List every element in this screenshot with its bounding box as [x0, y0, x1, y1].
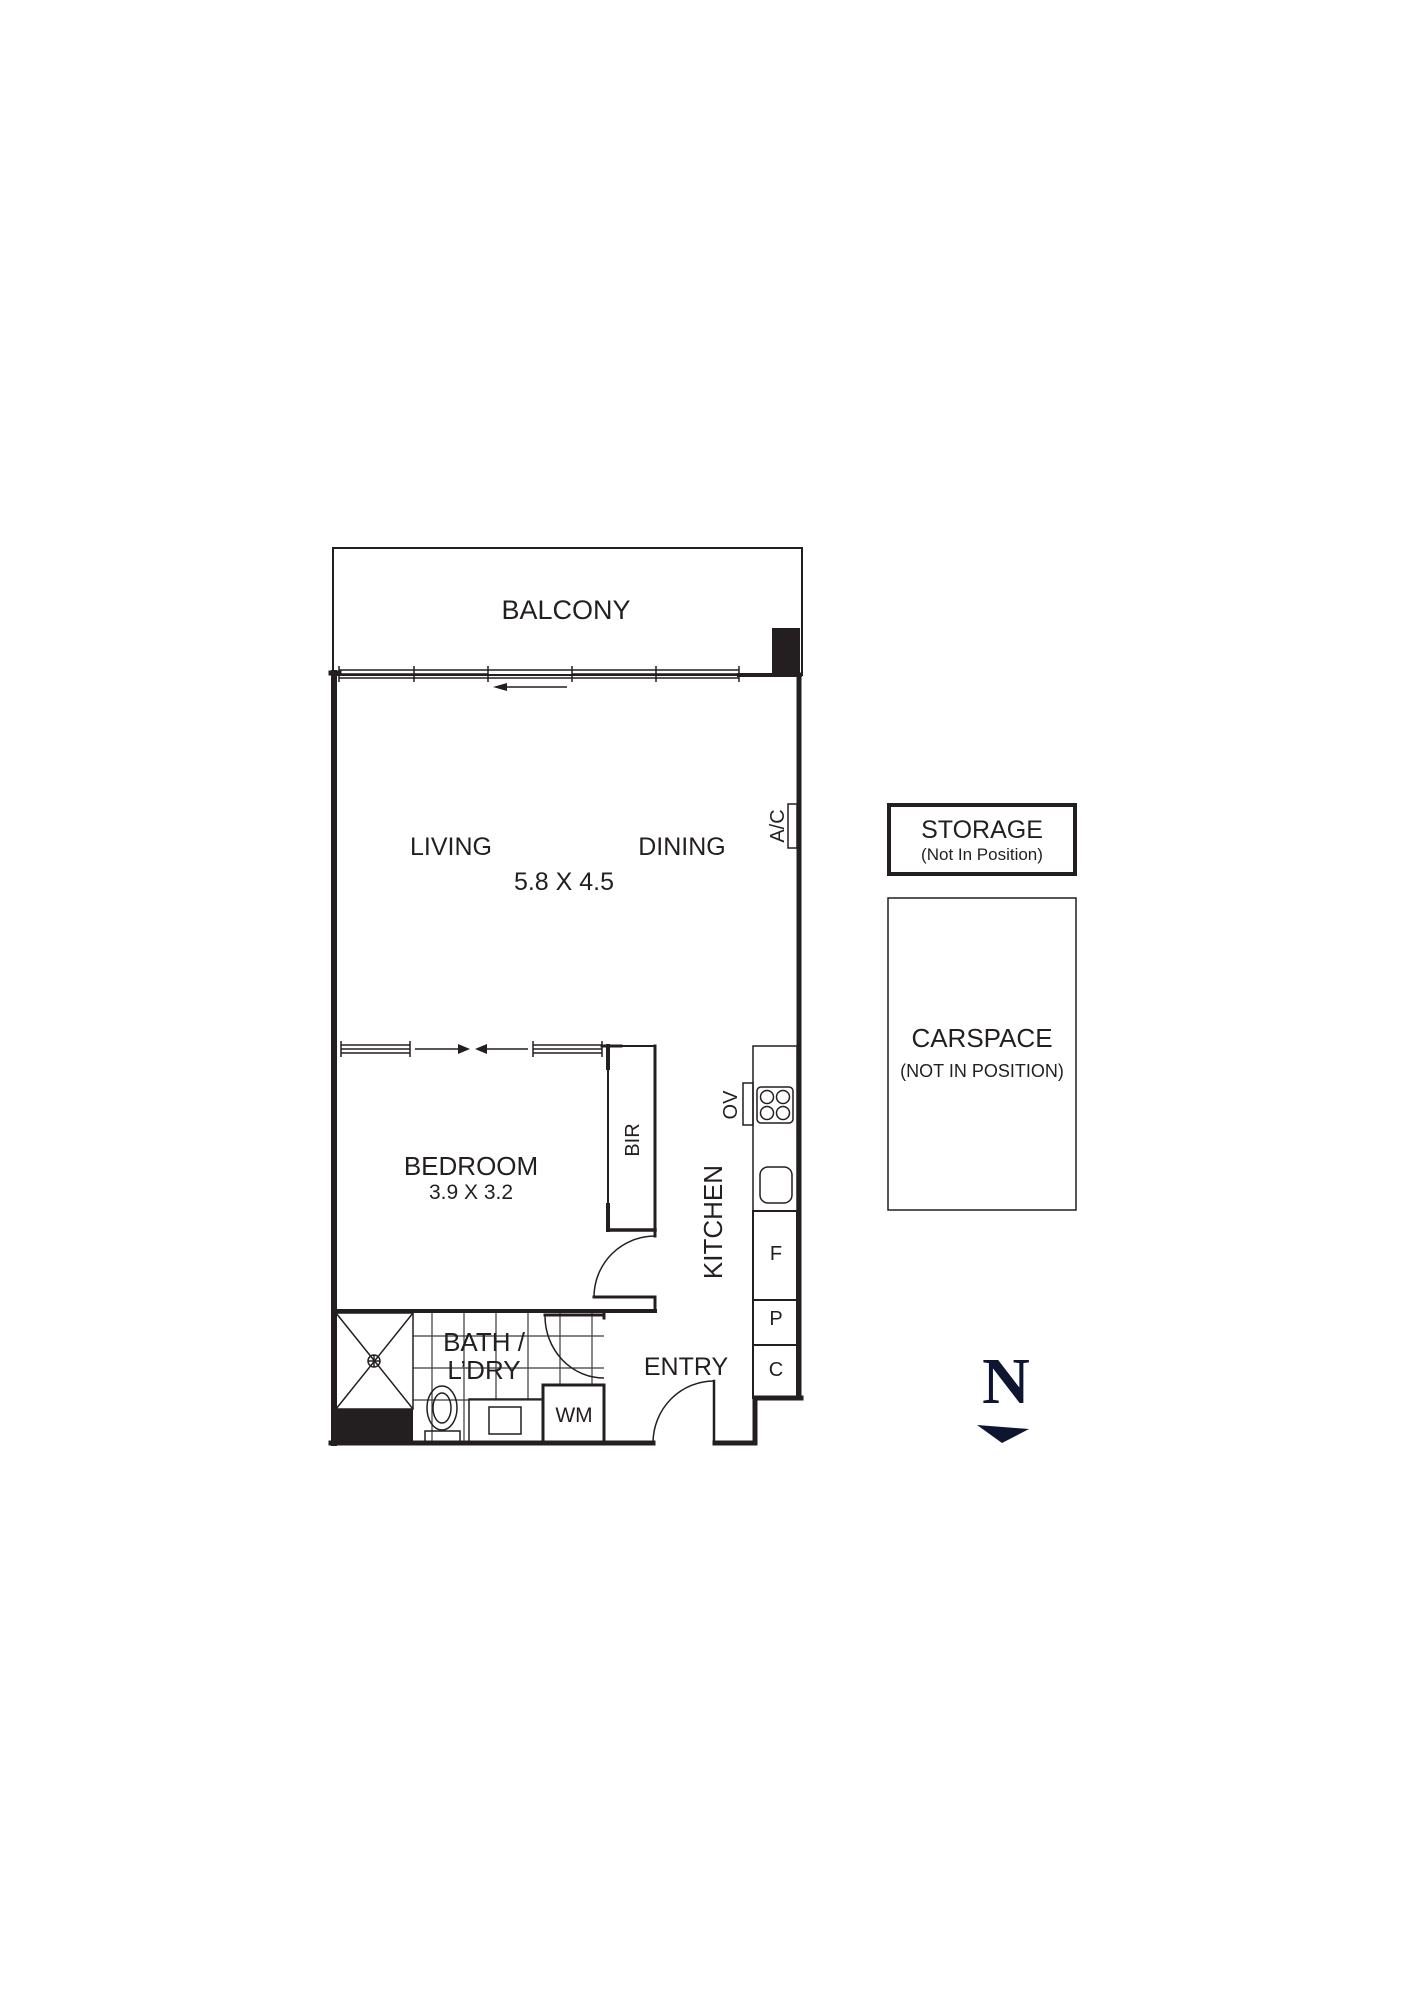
pantry-label: P: [769, 1308, 782, 1330]
door-swing-icon: [544, 1315, 605, 1379]
north-compass: N: [977, 1345, 1030, 1443]
balcony-column: [772, 628, 800, 675]
slide-direction-arrow-icon: [493, 683, 567, 691]
bedroom-sliding-door: [340, 1041, 623, 1057]
storage-annotation: STORAGE (Not In Position): [887, 803, 1077, 876]
balcony: BALCONY: [332, 547, 803, 676]
air-conditioner: A/C: [767, 803, 798, 849]
oven: OV: [720, 1082, 754, 1126]
storage-note: (Not In Position): [921, 845, 1043, 864]
vanity-basin-icon: [468, 1398, 544, 1444]
north-arrow-icon: [977, 1425, 1029, 1443]
kitchen-label: KITCHEN: [698, 1165, 728, 1279]
bir-label: BIR: [622, 1123, 644, 1156]
carspace-annotation: CARSPACE (NOT IN POSITION): [887, 897, 1077, 1211]
ac-unit-icon: [787, 803, 798, 849]
ac-label: A/C: [767, 809, 789, 842]
kitchen: OV F P C KITCHEN: [698, 1045, 798, 1399]
oven-icon: [742, 1082, 754, 1126]
living-label: LIVING: [410, 833, 492, 861]
door-swing-icon: [593, 1235, 656, 1298]
bath-label-line1: BATH /: [443, 1327, 526, 1357]
entry-door: [652, 1379, 716, 1445]
built-in-robe: BIR: [606, 1044, 657, 1238]
bath-label-line2: L’DRY: [447, 1355, 520, 1385]
carspace-title: CARSPACE: [911, 1023, 1052, 1053]
cooktop-icon: [756, 1086, 794, 1124]
bath-door: [543, 1309, 606, 1379]
kitchen-sink-icon: [759, 1166, 793, 1204]
bath-laundry: WM BATH / L’DRY: [335, 1309, 606, 1445]
bedroom: BEDROOM 3.9 X 3.2 BIR: [334, 1044, 657, 1313]
fridge-label: F: [770, 1243, 782, 1265]
balcony-label: BALCONY: [501, 595, 630, 625]
slide-left-arrow-icon: [475, 1044, 528, 1054]
slide-right-arrow-icon: [415, 1044, 470, 1054]
storage-title: STORAGE: [921, 816, 1043, 844]
wm-label: WM: [555, 1404, 592, 1427]
bedroom-dimensions: 3.9 X 3.2: [429, 1181, 513, 1204]
bedroom-label: BEDROOM: [404, 1151, 538, 1181]
fridge-space: F: [752, 1210, 798, 1301]
bedroom-door: [592, 1235, 657, 1312]
toilet-icon: [424, 1385, 461, 1443]
north-label: N: [982, 1345, 1030, 1418]
pantry: P: [752, 1299, 798, 1346]
shower-hob: [336, 1409, 413, 1443]
entry: ENTRY: [644, 1353, 729, 1445]
washing-machine: WM: [541, 1383, 606, 1445]
door-swing-icon: [652, 1380, 715, 1444]
oven-label: OV: [720, 1090, 742, 1120]
cupboard: C: [752, 1344, 798, 1399]
balcony-outline: [332, 547, 803, 676]
living-dining-dimensions: 5.8 X 4.5: [514, 868, 614, 896]
living-dining-room: LIVING DINING 5.8 X 4.5 A/C: [410, 803, 798, 896]
shower: [335, 1312, 414, 1443]
dining-label: DINING: [638, 833, 726, 861]
carspace-note: (NOT IN POSITION): [900, 1061, 1064, 1081]
entry-label: ENTRY: [644, 1353, 729, 1381]
cupboard-label: C: [769, 1359, 783, 1381]
balcony-sliding-door: [338, 666, 740, 691]
